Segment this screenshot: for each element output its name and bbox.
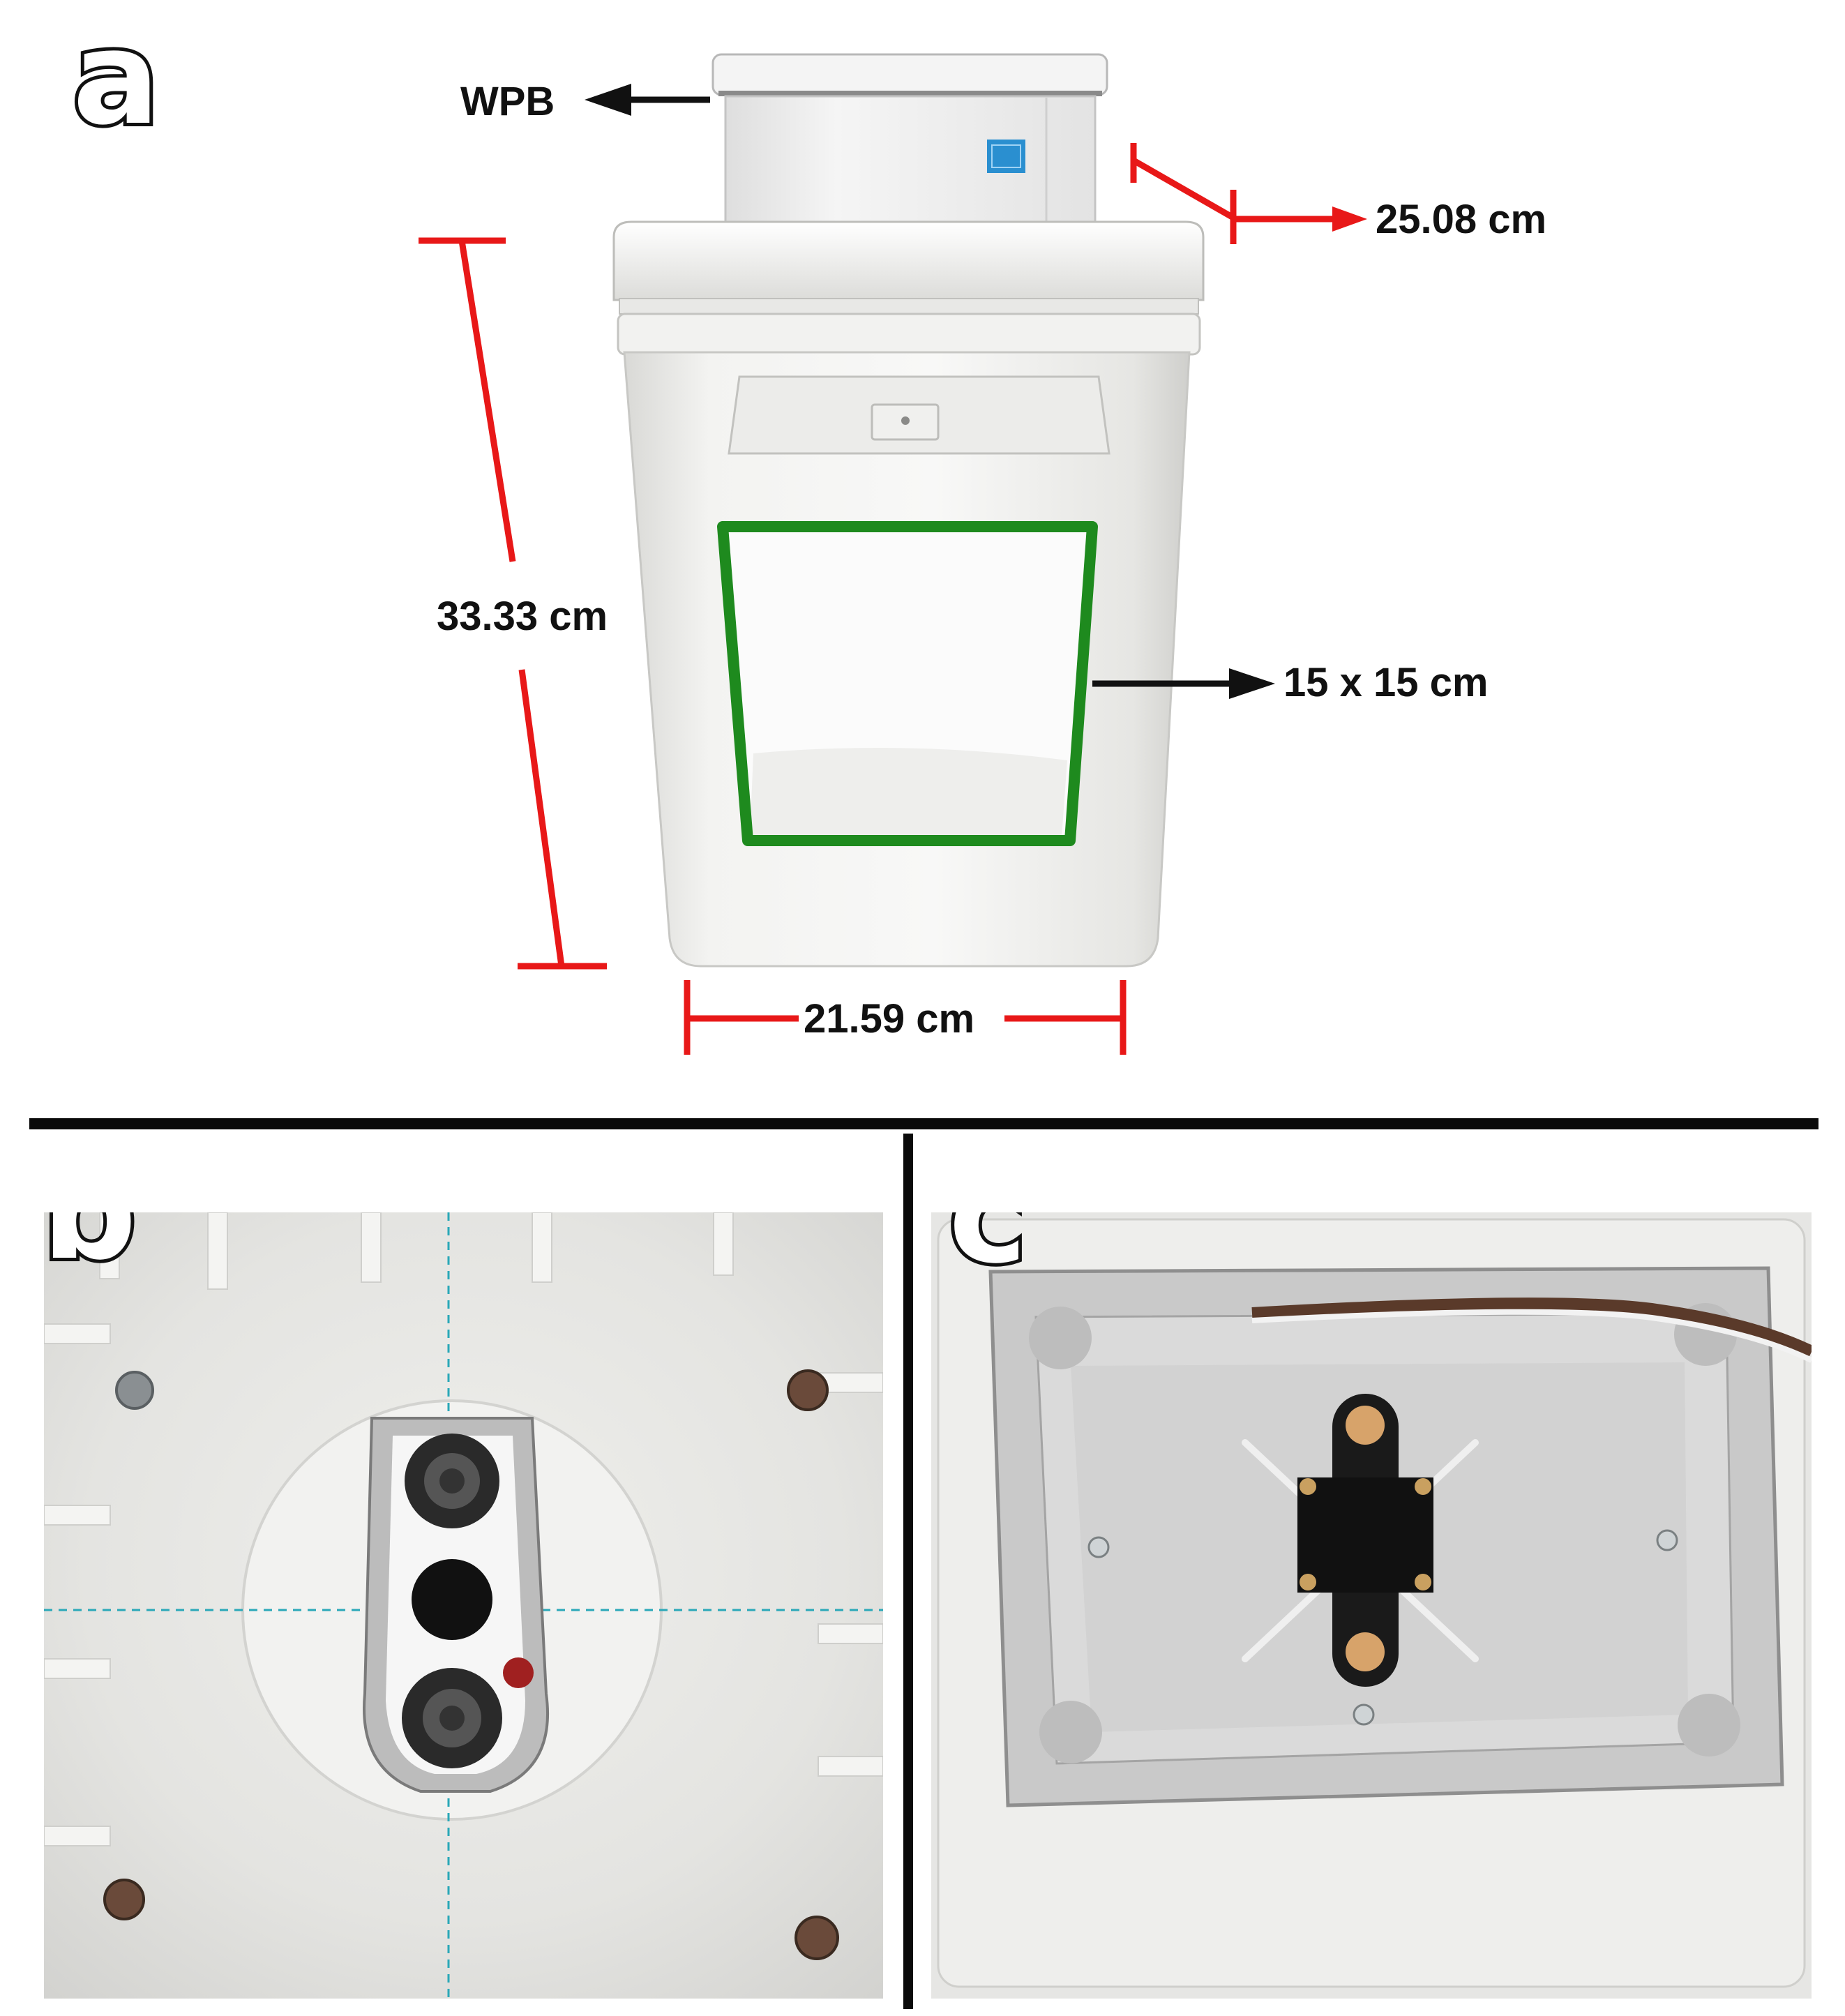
- width-measure-bar: [684, 980, 1127, 1055]
- label-window: 15 x 15 cm: [1283, 660, 1489, 705]
- bucket-photo: [419, 53, 1367, 1055]
- sensor-cable: [1251, 1297, 1812, 1358]
- label-height: 33.33 cm: [437, 594, 608, 639]
- wpb-arrow: [585, 84, 710, 116]
- vertical-divider: [903, 1134, 913, 2009]
- panel-a: a WPB 25.08 cm 33.33 cm 15 x 15 cm 21.59…: [69, 3, 1547, 1055]
- height-measure-bar: [419, 237, 607, 970]
- window-outline-green: [717, 521, 1098, 846]
- wpb-box: [711, 53, 1108, 251]
- lid-underside-photo: [44, 1212, 883, 1999]
- conductivity-sensor: [1297, 1394, 1433, 1687]
- label-depth: 25.08 cm: [1376, 197, 1547, 242]
- panel-b: b: [44, 1212, 883, 1999]
- panel-c: c: [931, 1212, 1812, 1999]
- label-width: 21.59 cm: [804, 996, 975, 1041]
- panel-letter-b: b: [44, 1212, 140, 1282]
- ultrasonic-sensor: [402, 1434, 534, 1768]
- enclosure-photo: [931, 1212, 1812, 1999]
- bucket-handle-panel: [728, 375, 1110, 455]
- horizontal-divider: [29, 1118, 1818, 1129]
- panel-letter-a: a: [69, 3, 163, 153]
- panel-letter-c: c: [945, 1212, 1031, 1293]
- window-arrow: [1092, 668, 1275, 699]
- bucket-rim: [612, 220, 1205, 356]
- lid-screws: [103, 1369, 839, 1960]
- label-wpb: WPB: [460, 79, 555, 124]
- depth-measure-bar: [1130, 143, 1367, 244]
